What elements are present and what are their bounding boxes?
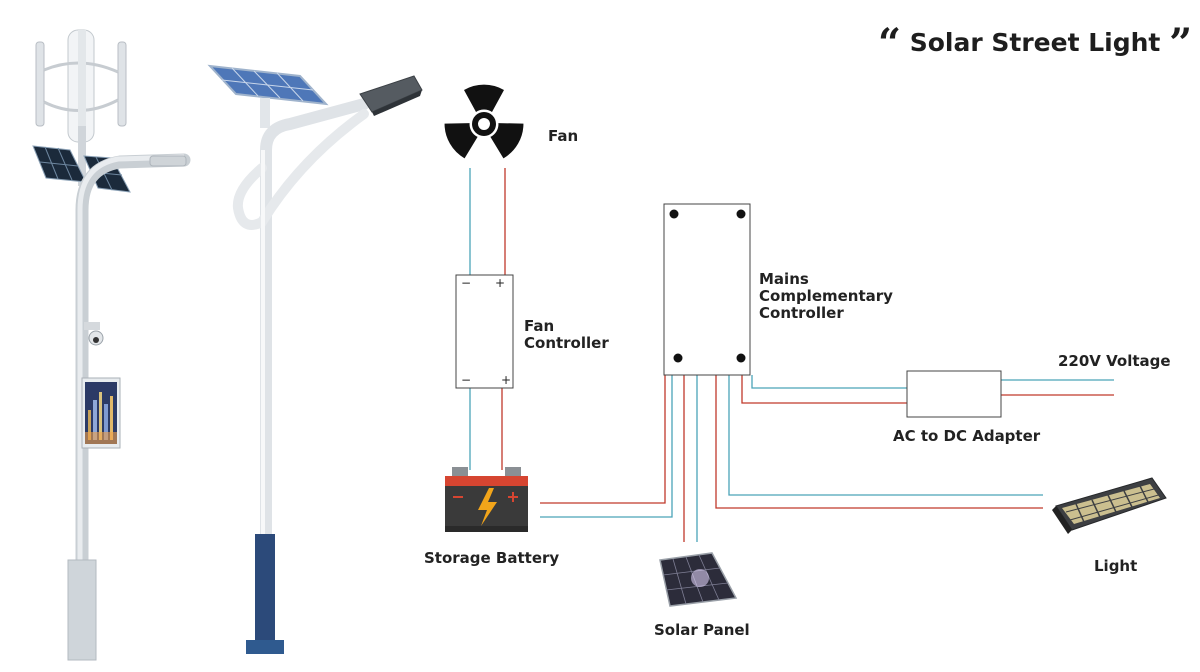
fan-icon: [444, 84, 524, 159]
display-screen-icon: [81, 377, 121, 449]
wiring: [469, 168, 1114, 542]
adapter-label: AC to DC Adapter: [893, 427, 1041, 445]
wire-light-negative: [728, 375, 1043, 496]
mains-controller-box: [663, 203, 751, 376]
bolt-icon: [478, 488, 497, 526]
open-quote-mark: “: [878, 20, 902, 67]
light-label: Light: [1094, 557, 1138, 575]
terminal-plus-bottom: +: [501, 373, 512, 387]
street-lamp-head-icon: [359, 75, 423, 116]
wire-light-positive: [715, 375, 1043, 509]
fan-controller-label: Fan Controller: [524, 318, 609, 352]
fan-controller-label-line: Controller: [524, 334, 609, 352]
mains-controller-label: Mains Complementary Controller: [759, 271, 893, 322]
fan-controller-box: [455, 274, 514, 389]
wire-battery-controller-negative: [540, 375, 673, 518]
fan-controller-label-line: Fan: [524, 317, 555, 335]
terminal-minus-bottom: −: [461, 373, 472, 387]
close-quote-mark: ”: [1169, 20, 1193, 67]
battery-icon: [445, 467, 528, 532]
street-light-icon: [1052, 477, 1167, 534]
mains-controller-label-line: Complementary: [759, 287, 893, 305]
mains-controller-label-line: Mains: [759, 270, 809, 288]
solar-panel-label: Solar Panel: [654, 621, 750, 639]
diagram-title: “ Solar Street Light ”: [878, 20, 1192, 67]
solar-panel-diagram-icon: [659, 552, 738, 607]
camera-icon: [84, 322, 104, 346]
smart-pole-illustration: [32, 29, 191, 661]
wire-adapter-negative: [751, 375, 907, 389]
terminal-plus-top: +: [495, 276, 506, 290]
pole-solar-panel-icon: [207, 64, 329, 106]
adapter-box: [906, 370, 1002, 418]
voltage-label: 220V Voltage: [1058, 352, 1171, 370]
mains-controller-label-line: Controller: [759, 304, 844, 322]
title-text: Solar Street Light: [909, 28, 1161, 57]
wire-adapter-positive: [741, 375, 907, 404]
street-pole-illustration: [207, 64, 423, 654]
fan-label: Fan: [548, 127, 579, 145]
wire-battery-controller-positive: [540, 375, 666, 504]
wind-turbine-icon: [35, 29, 127, 143]
terminal-minus-top: −: [461, 276, 472, 290]
battery-label: Storage Battery: [424, 549, 560, 567]
